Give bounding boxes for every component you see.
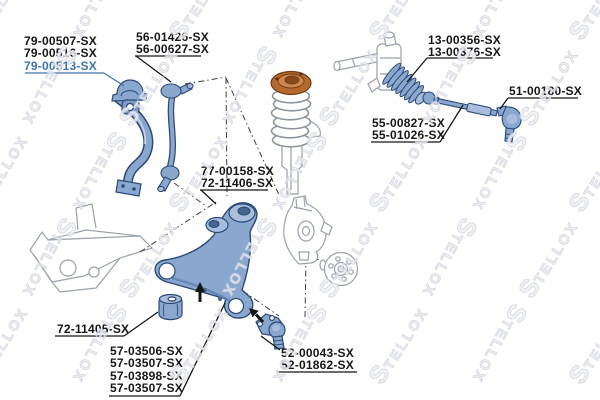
- assembly-dashed-lines: [139, 76, 327, 319]
- part-number[interactable]: 55-01026-SX: [372, 128, 445, 143]
- callout-leader-line: [103, 72, 125, 87]
- front-bushing-drawing: [158, 293, 183, 321]
- assembly-arrows: [195, 282, 265, 324]
- arm-front-bushing-callout: 72-11405-SX: [57, 322, 130, 336]
- callout-leader-line: [260, 335, 281, 351]
- part-number-highlighted[interactable]: 79-00513-SX: [24, 58, 97, 73]
- part-number[interactable]: 57-03898-SX: [110, 368, 183, 383]
- inner-tie-rod-drawing: [422, 91, 498, 117]
- tie-rod-end-callout: 51-00180-SX: [509, 84, 582, 98]
- subframe-drawing: [29, 203, 154, 293]
- callout-leader-line: [200, 189, 217, 205]
- part-number[interactable]: 52-00043-SX: [281, 346, 354, 360]
- stabilizer-clamp-drawing: [111, 79, 148, 115]
- up-arrow-icon: [195, 282, 205, 292]
- left-up-arrow-icon: [249, 308, 259, 318]
- callout-leader-line: [406, 57, 428, 83]
- part-number[interactable]: 72-11406-SX: [201, 176, 274, 191]
- steering-bellow-drawing: [382, 62, 427, 105]
- part-number[interactable]: 56-01426-SX: [136, 30, 209, 44]
- part-number[interactable]: 13-00376-SX: [428, 45, 501, 60]
- part-number[interactable]: 79-00516-SX: [24, 46, 97, 61]
- callout-leader-line: [499, 97, 509, 110]
- part-number[interactable]: 55-00827-SX: [372, 116, 445, 130]
- part-number[interactable]: 57-03507-SX: [110, 356, 183, 371]
- knuckle-drawing: [283, 195, 333, 265]
- callout-leader-line: [179, 302, 226, 397]
- hub-drawing: [319, 251, 359, 287]
- part-number[interactable]: 72-11405-SX: [57, 322, 130, 336]
- part-number[interactable]: 57-03506-SX: [110, 344, 183, 358]
- ball-joint-drawing: [255, 313, 286, 350]
- stabilizer-link-drawing: [157, 82, 194, 193]
- strut-drawing: [270, 70, 321, 195]
- callout-leader-line: [123, 311, 159, 337]
- part-number[interactable]: 52-01862-SX: [281, 358, 354, 373]
- tie-rod-end-drawing: [496, 105, 522, 143]
- part-number[interactable]: 57-03507-SX: [110, 381, 183, 396]
- part-number[interactable]: 79-00507-SX: [24, 34, 97, 48]
- part-number[interactable]: 51-00180-SX: [509, 84, 582, 98]
- part-number[interactable]: 13-00356-SX: [428, 33, 501, 47]
- part-number[interactable]: 77-00158-SX: [201, 164, 274, 178]
- callout-leader-lines: [25, 55, 578, 397]
- part-number[interactable]: 56-00627-SX: [136, 42, 209, 57]
- callout-leader-line: [439, 104, 464, 143]
- callout-leader-line: [135, 55, 172, 83]
